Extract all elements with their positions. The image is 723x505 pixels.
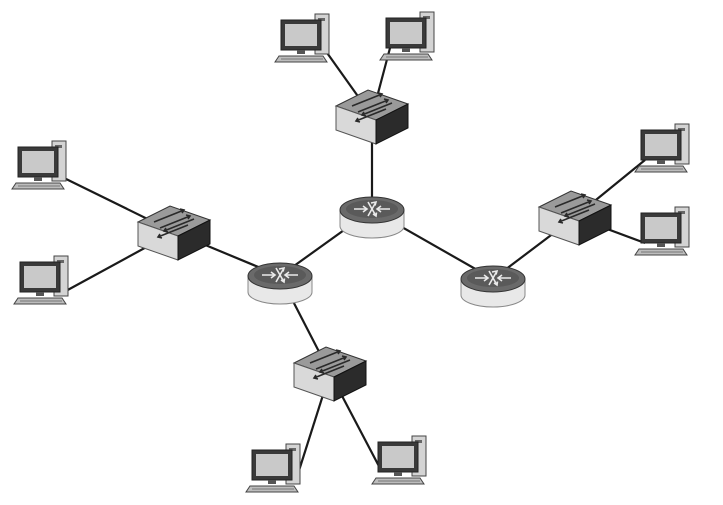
- router-left-router-icon: [247, 262, 313, 305]
- nodes-layer: [11, 11, 690, 493]
- pc-right-1-computer-icon: [634, 123, 690, 173]
- pc-top-2-computer-icon: [379, 11, 435, 61]
- router-right-router-icon: [460, 265, 526, 308]
- switch-left-switch-icon: [136, 205, 212, 261]
- pc-bottom-1-computer-icon: [245, 443, 301, 493]
- pc-left-1-computer-icon: [11, 140, 67, 190]
- switch-top-switch-icon: [334, 89, 410, 145]
- pc-right-2-computer-icon: [634, 206, 690, 256]
- switch-right-switch-icon: [537, 190, 613, 246]
- pc-left-2-computer-icon: [13, 255, 69, 305]
- switch-bottom-switch-icon: [292, 346, 368, 402]
- pc-top-1-computer-icon: [274, 13, 330, 63]
- pc-bottom-2-computer-icon: [371, 435, 427, 485]
- router-core-router-icon: [339, 196, 405, 239]
